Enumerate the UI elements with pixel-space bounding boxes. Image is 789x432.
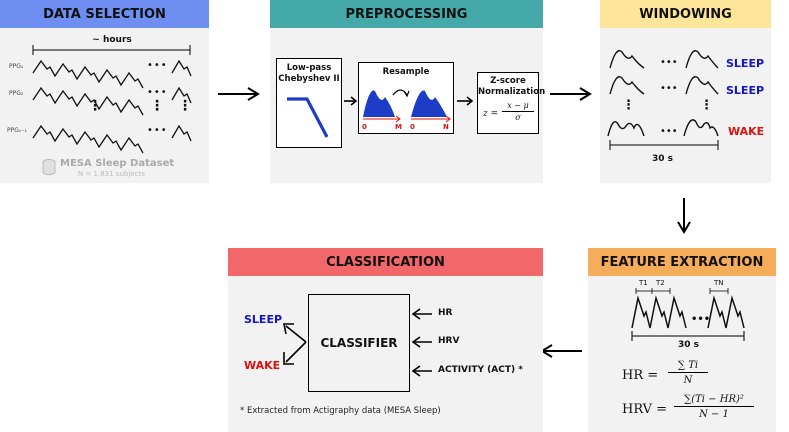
feature-extraction-header: FEATURE EXTRACTION [588,248,776,276]
resample-plot [363,89,451,123]
ppg-vdots-3: ⋮ [178,98,192,114]
ppg-row-label-3: PPGₙ₋₁ [7,127,27,134]
feature-extraction-title: FEATURE EXTRACTION [600,254,764,270]
window-duration: 30 s [652,154,674,164]
input-hr: HR [438,308,453,318]
window-label-sleep-1: SLEEP [726,57,765,70]
hr-formula-den: N [683,375,693,386]
preprocessing-header: PREPROCESSING [270,0,543,28]
classification-panel: CLASSIFICATION CLASSIFIER SLEEP WAKE HR … [228,248,543,432]
database-icon [42,159,56,175]
interval-signal [631,288,745,341]
lowpass-response-icon [287,97,329,138]
input-hrv: HRV [438,336,460,346]
ppg-row-2 [32,86,144,116]
hr-formula-num: ∑ Ti [668,359,708,373]
ppg-row-3 [32,124,144,154]
arrow-right-icon [457,96,474,106]
zscore-label-1: Z-score [490,76,526,86]
window-vdots-2: ⋮ [700,98,713,113]
interval-ellipsis: ••• [691,314,711,325]
lowpass-label-1: Low-pass [286,63,332,73]
ppg-vdots-2: ⋮ [150,98,164,114]
resample-tick-0a: 0 [362,123,367,131]
arrow-right-icon [218,87,260,101]
input-arrows [411,308,432,377]
zscore-formula-lhs: z = [483,109,499,119]
resample-tick-m: M [395,123,402,131]
interval-tn: TN [714,279,724,287]
classifier-label: CLASSIFIER [320,336,398,350]
window-ellipsis-3: ••• [660,126,678,137]
windowing-header: WINDOWING [600,0,771,28]
interval-t1: T1 [639,279,648,287]
arrow-left-icon [540,344,582,358]
lowpass-filter-box: Low-pass Chebyshev II [276,58,342,148]
window-ellipsis-1: ••• [660,57,678,68]
ppg-ellipsis-2: ••• [147,87,168,98]
ppg-row-label-1: PPG₁ [9,63,24,70]
dataset-name: MESA Sleep Dataset [60,158,175,169]
resample-tick-n: N [443,123,449,131]
hrv-formula-lhs: HRV = [622,402,668,417]
window-label-sleep-2: SLEEP [726,84,765,97]
resample-box: Resample 0 M 0 N [358,62,454,134]
ppg-ellipsis-1: ••• [147,60,168,71]
data-selection-title: DATA SELECTION [43,6,166,22]
input-activity: ACTIVITY (ACT) * [438,365,523,375]
arrow-right-icon [550,87,592,101]
arrow-down-icon [677,198,691,234]
windowing-title: WINDOWING [639,6,732,22]
footnote: * Extracted from Actigraphy data (MESA S… [240,406,441,416]
lowpass-label-2: Chebyshev II [278,74,340,84]
ppg-vdots-1: ⋮ [88,98,102,114]
ppg-row-label-2: PPG₂ [9,90,24,97]
data-selection-panel: DATA SELECTION ~ hours PPG₁ PPG₂ PPGₙ₋₁ … [0,0,209,183]
preprocessing-title: PREPROCESSING [345,6,468,22]
interval-t2: T2 [656,279,665,287]
window-vdots-1: ⋮ [622,98,635,113]
window-ellipsis-2: ••• [660,83,678,94]
hrv-formula-den: N − 1 [699,409,729,420]
output-sleep: SLEEP [244,313,283,326]
arrow-right-icon [344,96,358,106]
dataset-count: N = 1,831 subjects [78,170,145,178]
data-selection-header: DATA SELECTION [0,0,209,28]
hrv-formula-num: ∑(Ti − HR)² [674,393,754,407]
zscore-denominator: σ [515,113,521,122]
hours-label: ~ hours [92,35,132,45]
preprocessing-panel: PREPROCESSING Low-pass Chebyshev II Resa… [270,0,546,183]
window-label-wake: WAKE [728,125,765,138]
classification-title: CLASSIFICATION [326,254,445,270]
resample-title: Resample [382,67,430,77]
hr-formula-lhs: HR = [622,368,659,383]
windowed-signals [607,50,719,150]
ppg-row-1 [32,59,144,89]
resample-tick-0b: 0 [410,123,415,131]
zscore-numerator: x − μ [502,101,534,112]
output-arrows [283,323,307,365]
output-wake: WAKE [244,359,281,372]
zscore-label-2: Normalization [478,87,546,97]
feature-extraction-panel: FEATURE EXTRACTION T1 T2 TN ••• 30 s HR … [588,248,776,432]
windowing-panel: WINDOWING ••• ••• ••• ⋮ ⋮ SLEEP SLEEP WA… [600,0,771,183]
ppg-ellipsis-3: ••• [147,125,168,136]
feature-duration: 30 s [678,340,700,350]
classifier-box: CLASSIFIER [308,294,410,392]
classification-header: CLASSIFICATION [228,248,543,276]
zscore-box: Z-score Normalization z = x − μ σ [477,72,546,134]
ppg-signals [32,45,192,154]
